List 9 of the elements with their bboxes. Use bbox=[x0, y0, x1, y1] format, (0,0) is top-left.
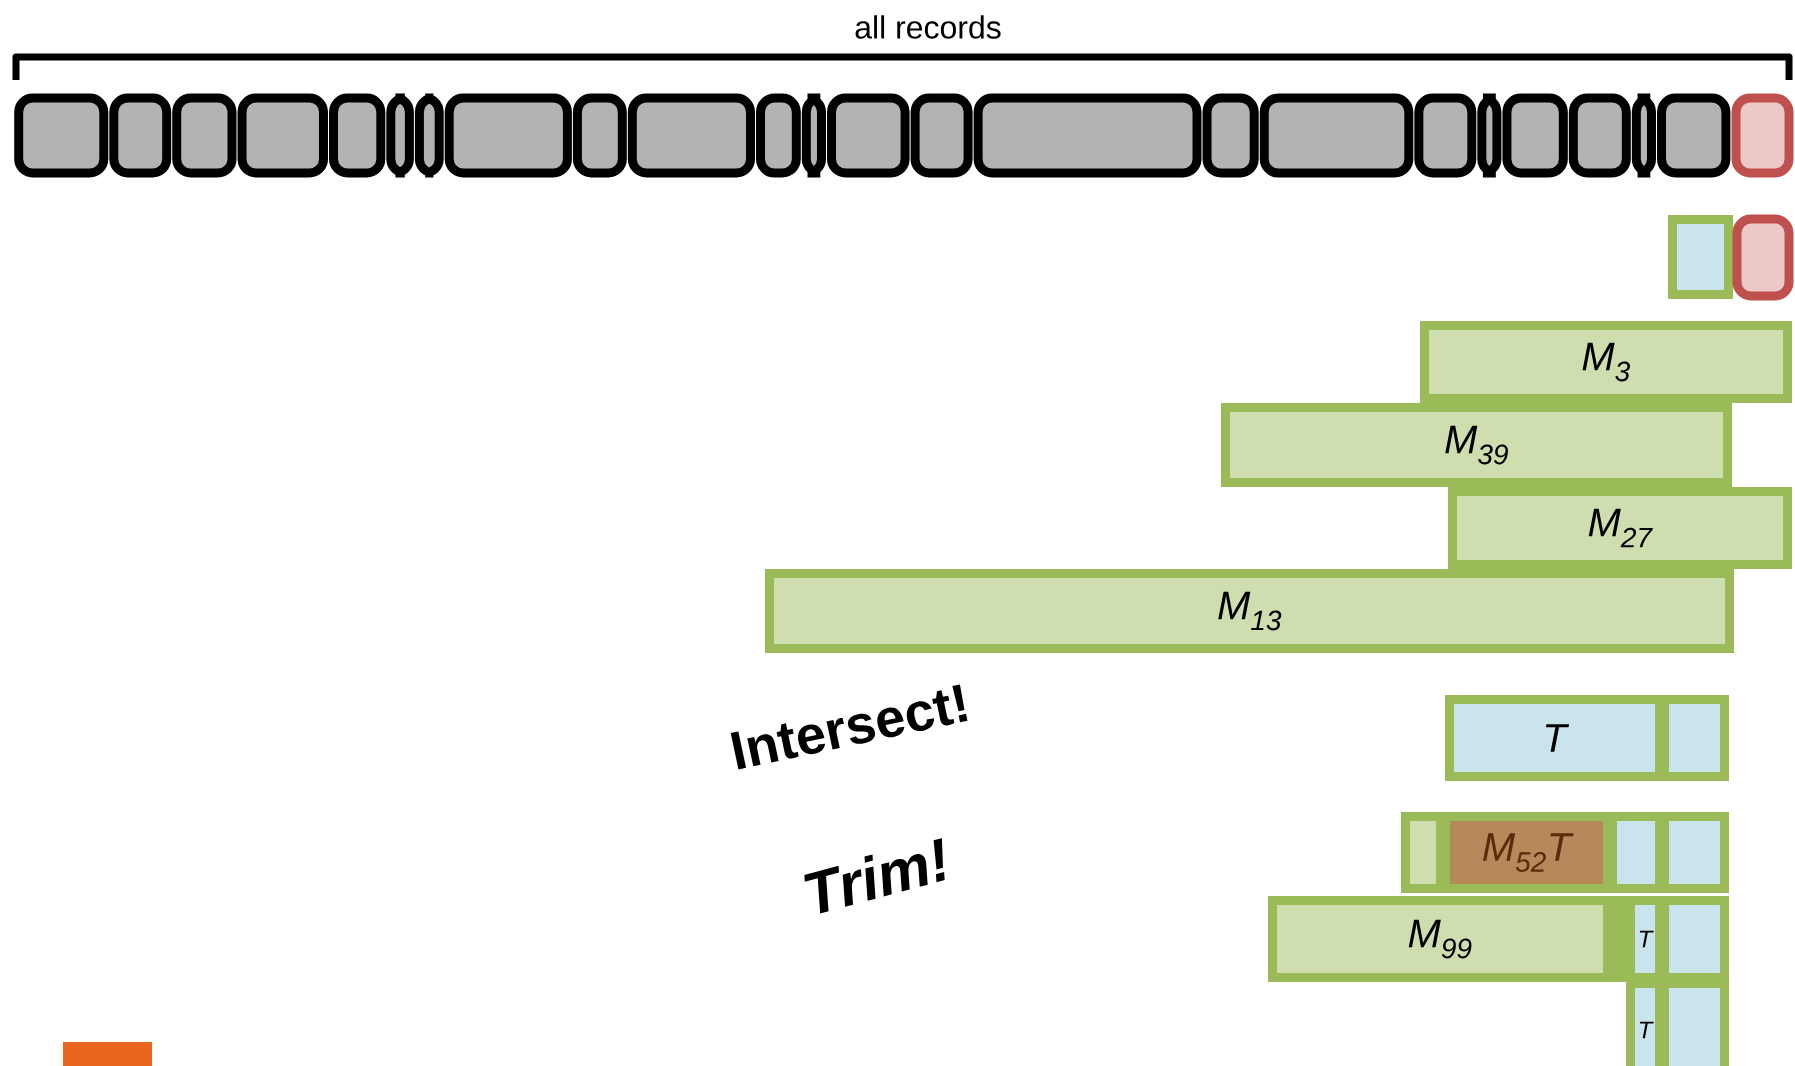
bar-box: M$_{99}$ bbox=[1268, 896, 1612, 982]
bar-box: M$_{52}$T bbox=[1441, 812, 1612, 893]
bar-box: T bbox=[1626, 979, 1664, 1066]
bar-box: M$_{27}$ bbox=[1448, 487, 1792, 569]
annotation: Trim! bbox=[804, 838, 945, 914]
bar-box: M$_{39}$ bbox=[1221, 403, 1732, 487]
bar-box: T bbox=[1626, 896, 1664, 982]
bar-box: M$_{3}$ bbox=[1420, 321, 1792, 403]
heading: all records bbox=[855, 15, 1001, 39]
